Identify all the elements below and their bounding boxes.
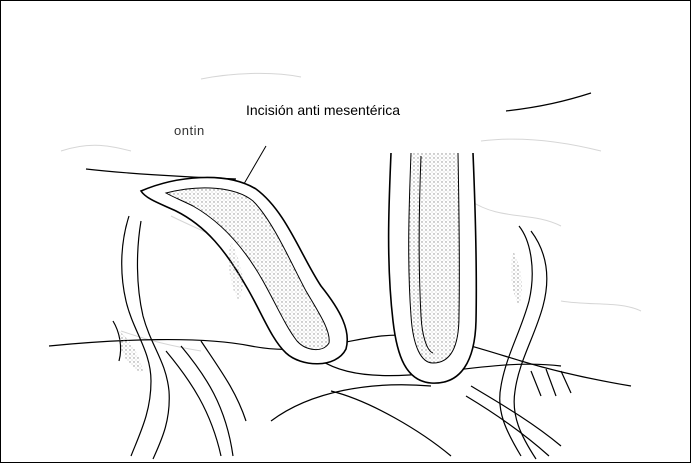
mesentery-curve-bottom [271,385,431,421]
residual-label-text: ontin [174,123,205,138]
mesentery-curve-bottom-2 [331,391,451,456]
mesentery-fold-right [466,226,571,459]
leader-line [241,146,266,189]
mesentery-lines [49,93,631,456]
stipple-fold-right [511,251,522,306]
incision-label: Incisión anti mesentérica [244,102,402,118]
top-right-line [506,93,591,111]
bowel-loop-right-inner [409,153,460,363]
bowel-loop-left [141,177,347,363]
bowel-loop-right [389,153,477,383]
